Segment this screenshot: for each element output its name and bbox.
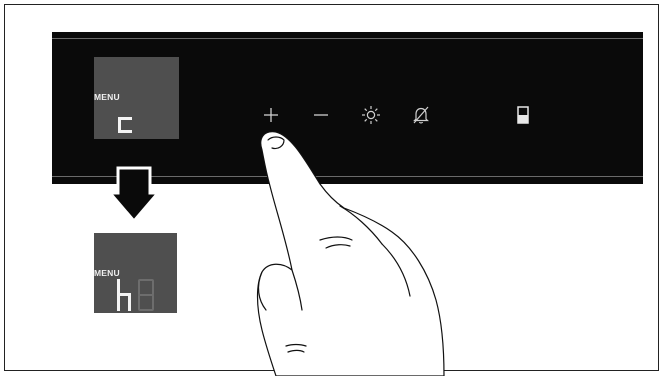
door-icon xyxy=(515,105,531,125)
panel-top-edge xyxy=(52,38,643,39)
plus-button[interactable] xyxy=(258,102,284,128)
door-button[interactable] xyxy=(510,102,536,128)
display-top-menu-label: MENU xyxy=(94,92,120,102)
alarm-off-button[interactable] xyxy=(408,102,434,128)
display-bottom: MENU xyxy=(94,233,177,313)
minus-button[interactable] xyxy=(308,102,334,128)
light-icon xyxy=(360,104,382,126)
alarm-off-icon xyxy=(410,104,432,126)
display-top: MENU xyxy=(94,57,179,139)
panel-bottom-edge xyxy=(52,176,643,177)
display-bottom-menu-label: MENU xyxy=(94,268,120,278)
minus-icon xyxy=(312,106,330,124)
plus-icon xyxy=(262,106,280,124)
light-button[interactable] xyxy=(358,102,384,128)
